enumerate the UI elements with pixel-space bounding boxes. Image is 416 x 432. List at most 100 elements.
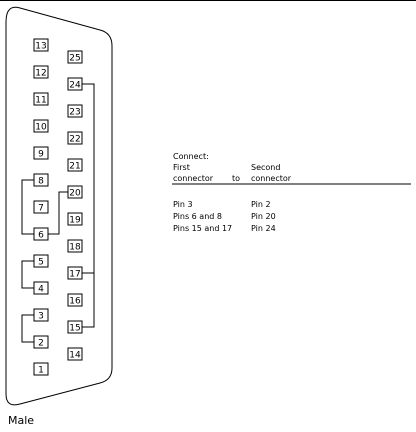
table-heading: Connect: [173, 152, 209, 161]
pin-17: 17 [67, 266, 83, 280]
pin-number: 10 [35, 123, 47, 133]
jumper-5-4 [21, 260, 34, 289]
jumper-3-2 [21, 314, 34, 343]
left-pin-column: 13 12 11 10 9 8 7 6 5 4 3 2 1 [33, 38, 49, 376]
pin-20: 20 [67, 185, 83, 199]
pin-box [33, 119, 49, 133]
jumper-24-15 [82, 83, 95, 328]
second-connector-header-line1: Second [251, 163, 280, 172]
pin-number: 21 [69, 162, 80, 172]
pin-3: 3 [33, 308, 49, 322]
pin-10: 10 [33, 119, 49, 133]
pin-box [33, 362, 49, 376]
pin-number: 8 [38, 177, 44, 187]
to-header: to [232, 174, 240, 183]
pin-9: 9 [33, 146, 49, 160]
right-pin-column: 25 24 23 22 21 20 19 18 17 16 15 14 [67, 50, 83, 361]
pin-box [33, 146, 49, 160]
pin-12: 12 [33, 65, 49, 79]
pin-box [67, 320, 83, 334]
pin-box [33, 281, 49, 295]
pin-6: 6 [33, 227, 49, 241]
pin-number: 22 [69, 135, 80, 145]
pin-11: 11 [33, 92, 49, 106]
pin-number: 14 [69, 351, 81, 361]
pin-13: 13 [33, 38, 49, 52]
pin-box [67, 77, 83, 91]
pin-number: 23 [69, 108, 80, 118]
pin-number: 3 [38, 312, 44, 322]
pin-box [33, 200, 49, 214]
pin-box [67, 212, 83, 226]
pin-box [33, 308, 49, 322]
pin-14: 14 [67, 347, 83, 361]
connection-table: Connect: First connector to Second conne… [172, 152, 411, 233]
row2-second: Pin 20 [251, 212, 276, 221]
pin-5: 5 [33, 254, 49, 268]
jumper-6-20 [48, 191, 68, 235]
pin-24: 24 [67, 77, 83, 91]
pin-box [33, 65, 49, 79]
connector-shell-outline [5, 6, 113, 406]
pin-box [67, 293, 83, 307]
pin-25: 25 [67, 50, 83, 64]
connector-gender-caption: Male [8, 414, 34, 427]
pin-box [67, 347, 83, 361]
pin-box [33, 38, 49, 52]
pin-number: 6 [38, 231, 44, 241]
pin-box [33, 92, 49, 106]
pin-22: 22 [67, 131, 83, 145]
pin-number: 19 [69, 216, 81, 226]
pin-number: 17 [69, 270, 80, 280]
second-connector-header-line2: connector [251, 174, 292, 183]
pin-number: 16 [69, 297, 81, 307]
pin-number: 9 [38, 150, 44, 160]
pin-1: 1 [33, 362, 49, 376]
pin-8: 8 [33, 173, 49, 187]
pin-7: 7 [33, 200, 49, 214]
pin-box [33, 335, 49, 349]
pin-box [67, 104, 83, 118]
pin-number: 5 [38, 258, 44, 268]
pin-18: 18 [67, 239, 83, 253]
pin-box [33, 173, 49, 187]
row1-first: Pin 3 [173, 200, 193, 209]
pin-number: 18 [69, 243, 81, 253]
pin-box [67, 266, 83, 280]
pin-number: 20 [69, 189, 81, 199]
pin-number: 12 [35, 69, 46, 79]
pin-box [67, 185, 83, 199]
pin-number: 2 [38, 339, 44, 349]
pin-number: 7 [38, 204, 44, 214]
top-border-line [0, 0, 416, 1]
pin-number: 24 [69, 81, 81, 91]
pin-box [67, 158, 83, 172]
pin-2: 2 [33, 335, 49, 349]
first-connector-header-line2: connector [173, 174, 214, 183]
row2-first: Pins 6 and 8 [173, 212, 222, 221]
row3-first: Pins 15 and 17 [173, 224, 232, 233]
pin-number: 11 [35, 96, 46, 106]
pin-box [67, 239, 83, 253]
pin-box [67, 131, 83, 145]
pin-number: 1 [38, 366, 44, 376]
pin-number: 13 [35, 42, 46, 52]
pin-23: 23 [67, 104, 83, 118]
pin-16: 16 [67, 293, 83, 307]
pin-21: 21 [67, 158, 83, 172]
pin-box [33, 227, 49, 241]
pin-number: 4 [38, 285, 44, 295]
pin-number: 15 [69, 324, 80, 334]
row1-second: Pin 2 [251, 200, 271, 209]
row3-second: Pin 24 [251, 224, 276, 233]
pin-box [67, 50, 83, 64]
jumper-8-6 [21, 179, 34, 235]
pin-box [33, 254, 49, 268]
pin-4: 4 [33, 281, 49, 295]
pin-19: 19 [67, 212, 83, 226]
pin-15: 15 [67, 320, 83, 334]
first-connector-header-line1: First [173, 163, 190, 172]
jumper-wires [21, 83, 95, 343]
pin-number: 25 [69, 54, 80, 64]
